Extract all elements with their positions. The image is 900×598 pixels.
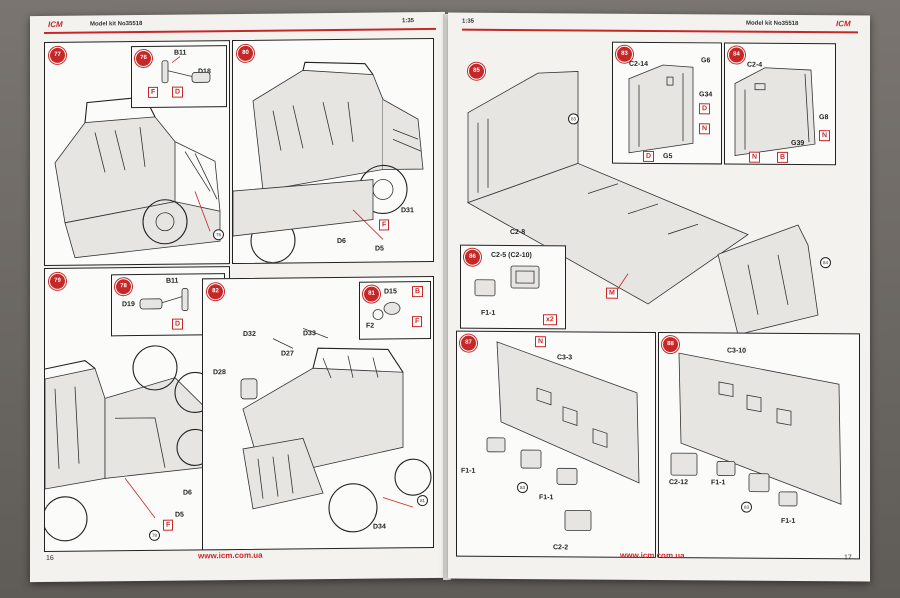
lamp-drawing-81 xyxy=(372,301,401,320)
part-f1-1b-87: F1-1 xyxy=(539,494,554,502)
page-number-left: 16 xyxy=(46,554,54,563)
tag-n-84: N xyxy=(819,130,831,142)
part-d27: D27 xyxy=(281,350,294,358)
tag-d-76: D xyxy=(172,86,184,98)
ref-81-circle: 81 xyxy=(417,495,428,507)
part-c2-8: C2-8 xyxy=(510,228,526,237)
model-kit-label-left: Model kit No35518 xyxy=(90,20,143,28)
tag-f-79: F xyxy=(163,519,174,531)
part-f1-1b-88: F1-1 xyxy=(781,517,796,525)
header-rule-left xyxy=(44,27,436,35)
icm-logo: ICM xyxy=(48,19,63,29)
step-85-area: 85 83 84 C2-8 M xyxy=(448,33,870,336)
step-87-panel: 87 N C3-3 F1-1 83 F1-1 C2-2 xyxy=(456,330,656,558)
mirror-drawing-76 xyxy=(161,56,211,84)
step-80-panel: 80 D31 F D6 D5 xyxy=(232,37,434,265)
ref-83-circle-88: 83 xyxy=(741,501,752,513)
step-78-subpanel: 78 B11 D19 F D xyxy=(111,273,225,337)
window-drawing-86 xyxy=(474,265,540,297)
part-g5: G5 xyxy=(663,153,673,161)
truck-cab-drawing-80 xyxy=(233,61,424,264)
part-f1-1a-87: F1-1 xyxy=(461,467,476,475)
right-page: 1:35 Model kit No35518 ICM 85 83 84 C2-8… xyxy=(448,12,870,582)
step-88-panel: 88 C3-10 N C2-12 F1-1 83 F1-1 xyxy=(658,331,860,560)
scale-label-left: 1:35 xyxy=(402,18,415,25)
tag-f-81: F xyxy=(412,316,423,328)
model-kit-label-right: Model kit No35518 xyxy=(746,20,799,27)
ref-83-circle-87: 83 xyxy=(517,482,528,494)
mirror-drawing-78 xyxy=(139,288,189,311)
part-f1-1-86: F1-1 xyxy=(481,309,496,317)
part-d34: D34 xyxy=(373,523,386,531)
icm-logo-right: ICM xyxy=(836,19,851,29)
part-d28: D28 xyxy=(213,369,226,377)
side-panel-drawing-87 xyxy=(486,341,640,531)
part-d5-80: D5 xyxy=(375,245,384,253)
tag-d-78: D xyxy=(172,318,184,330)
step-83-panel: 83 C2-14 G6 G7 G34 D N D G5 xyxy=(612,41,722,165)
door-drawing-84 xyxy=(734,67,816,156)
part-g8: G8 xyxy=(819,114,829,122)
ref-76-circle: 76 xyxy=(213,229,224,241)
step-77-panel: 77 76 76 B11 D18 xyxy=(44,40,230,267)
ref-84-circle-85: 84 xyxy=(820,257,831,269)
part-f1-1a-88: F1-1 xyxy=(711,479,726,487)
scale-label-right: 1:35 xyxy=(462,18,475,25)
tag-m-85: M xyxy=(606,287,618,299)
tag-d2-83: D xyxy=(643,150,655,162)
side-panel-drawing-88 xyxy=(670,352,842,507)
tag-n2-84: N xyxy=(749,151,761,163)
part-g39: G39 xyxy=(791,139,805,148)
tag-n-83: N xyxy=(699,123,711,135)
part-c2-2: C2-2 xyxy=(553,544,569,552)
booklet-spine xyxy=(443,14,451,580)
truck-front-drawing-82 xyxy=(240,327,432,533)
door-drawing-83 xyxy=(628,64,694,154)
step-82-panel: 82 D32 D33 D27 D28 D34 81 81 D15 xyxy=(202,275,434,551)
part-d32: D32 xyxy=(243,330,256,338)
body-floor-drawing-85 xyxy=(467,71,819,336)
step-84-panel: 84 C2-4 G8 N G39 B N xyxy=(724,42,836,166)
part-d33: D33 xyxy=(303,330,316,338)
step-81-subpanel: 81 D15 B F2 F xyxy=(359,280,431,340)
part-d6-79: D6 xyxy=(183,489,192,497)
ref-83-circle-85: 83 xyxy=(568,113,579,125)
step-76-subpanel: 76 B11 D18 F D xyxy=(131,45,227,109)
part-d5-79: D5 xyxy=(175,511,184,519)
truck-cab-drawing-77 xyxy=(54,96,221,259)
step-86-panel: 86 C2-5 (C2-10) F1-1 x2 xyxy=(460,244,566,330)
url-left: www.icm.com.ua xyxy=(198,550,263,561)
ref-78-circle: 78 xyxy=(149,529,160,541)
step-79-panel: 79 D6 D5 F 78 78 B11 D19 xyxy=(44,266,230,553)
left-page: ICM Model kit No35518 1:35 77 76 76 B11 xyxy=(30,11,445,583)
part-c2-12: C2-12 xyxy=(669,479,689,487)
page-number-right: 17 xyxy=(844,554,852,562)
tag-f-76: F xyxy=(148,86,159,98)
tag-d-83: D xyxy=(699,103,711,115)
truck-drawing-79 xyxy=(45,345,216,542)
part-d31: D31 xyxy=(401,207,414,215)
tag-b-84: B xyxy=(777,151,789,163)
tag-x2-86: x2 xyxy=(543,314,557,326)
url-right: www.icm.com.ua xyxy=(620,550,685,561)
part-f2: F2 xyxy=(366,322,375,330)
tag-f-80: F xyxy=(379,219,390,231)
part-d6-80: D6 xyxy=(337,237,346,245)
instruction-booklet: ICM Model kit No35518 1:35 77 76 76 B11 xyxy=(30,11,870,583)
